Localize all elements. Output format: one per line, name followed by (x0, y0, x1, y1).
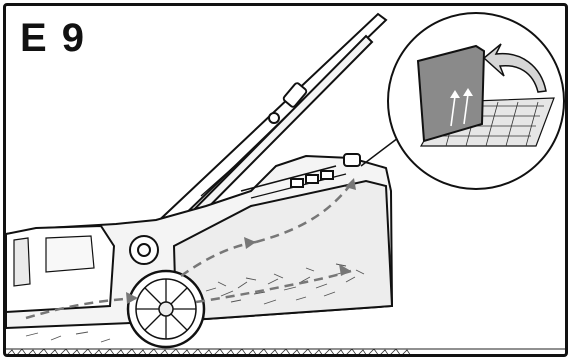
handle-pivot (130, 236, 158, 264)
grass-box-detail-inset (361, 13, 564, 189)
figure-frame: E 9 (3, 3, 568, 357)
rear-wheel (128, 271, 204, 347)
grass-ground-strip (6, 349, 568, 356)
mower-illustration (6, 6, 568, 357)
